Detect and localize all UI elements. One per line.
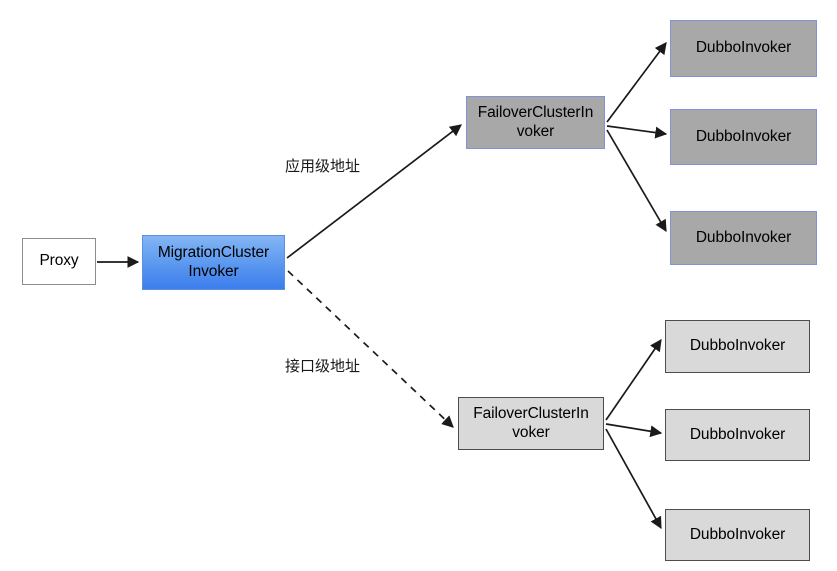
node-dubbo-invoker-application-2-label: DubboInvoker — [695, 127, 792, 145]
edge-migration-to-failover-app — [286, 124, 462, 259]
edge-failover-iface-to-dubbo-2 — [605, 423, 663, 438]
edge-failover-iface-to-dubbo-3 — [605, 428, 662, 530]
edge-failover-iface-to-dubbo-1 — [605, 339, 662, 421]
node-dubbo-invoker-interface-3[interactable]: DubboInvoker — [665, 509, 810, 561]
node-dubbo-invoker-application-1-label: DubboInvoker — [695, 39, 792, 57]
node-dubbo-invoker-application-3-label: DubboInvoker — [695, 228, 792, 246]
node-dubbo-invoker-application-2[interactable]: DubboInvoker — [670, 109, 817, 165]
node-proxy-label: Proxy — [39, 252, 79, 270]
node-dubbo-invoker-interface-1[interactable]: DubboInvoker — [665, 320, 810, 373]
edge-migration-to-failover-iface — [287, 270, 454, 428]
node-dubbo-invoker-application-1[interactable]: DubboInvoker — [670, 20, 817, 77]
node-dubbo-invoker-interface-3-label: DubboInvoker — [689, 525, 786, 543]
node-proxy[interactable]: Proxy — [22, 238, 96, 285]
edge-label-interface-level: 接口级地址 — [285, 357, 361, 375]
edge-label-application-level: 应用级地址 — [285, 157, 361, 175]
node-dubbo-invoker-interface-1-label: DubboInvoker — [689, 337, 786, 355]
node-dubbo-invoker-interface-2-label: DubboInvoker — [689, 425, 786, 443]
edge-failover-app-to-dubbo-1 — [606, 42, 667, 123]
edge-failover-app-to-dubbo-2 — [606, 125, 668, 139]
node-dubbo-invoker-interface-2[interactable]: DubboInvoker — [665, 409, 810, 461]
edge-failover-app-to-dubbo-3 — [606, 129, 667, 233]
node-dubbo-invoker-application-3[interactable]: DubboInvoker — [670, 211, 817, 265]
